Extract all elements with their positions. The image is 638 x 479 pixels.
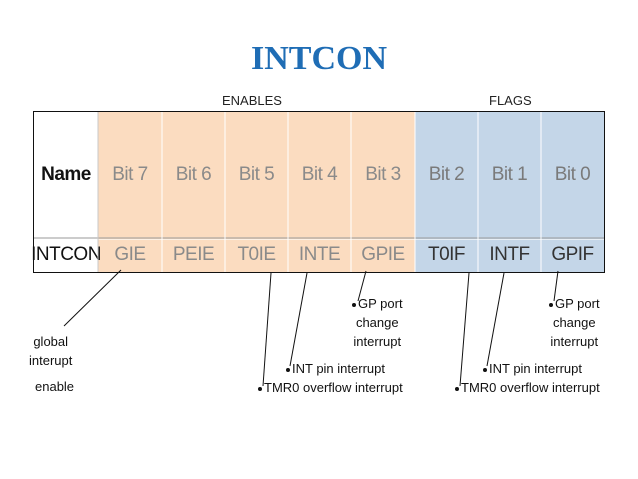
annot-gie: global interupt [29,332,72,370]
line-inte [289,272,308,367]
flags-label: FLAGS [489,93,532,108]
page-title: INTCON [250,40,388,77]
line-gie [63,269,122,327]
annot-int-pin-flag-text: INT pin interrupt [489,361,582,376]
line-t0ie [262,272,272,387]
bullet-icon [352,302,356,307]
value-intf: INTF [489,244,530,265]
header-bit-0: Bit 0 [554,164,591,185]
line-intf [486,272,505,367]
register-table: Name Bit 7 Bit 6 Bit 5 Bit 4 Bit 3 Bit 2… [31,111,605,273]
bullet-icon [549,302,553,307]
bullet-icon [455,386,459,391]
annot-gp-port-enable: GP port change interrupt [352,294,403,351]
annot-gp-enable-1: GP port [358,296,403,311]
header-bit-1: Bit 1 [491,164,528,185]
annot-int-pin-enable-text: INT pin interrupt [292,361,385,376]
bullet-icon [286,367,290,372]
annot-gp-port-flag: GP port change interrupt [549,294,600,351]
bullet-icon [258,386,262,391]
value-gie: GIE [114,244,146,265]
value-inte: INTE [298,244,341,265]
header-bit-5: Bit 5 [238,164,275,185]
line-gpie [357,270,367,302]
annot-gie-line2: interupt [29,353,73,368]
annot-gie-line1: global [33,334,69,349]
annot-gp-flag-1: GP port [555,296,600,311]
annot-gp-enable-2: change [355,315,399,330]
annot-gie-line3: enable [35,379,75,394]
header-bit-7: Bit 7 [112,164,148,185]
value-peie: PEIE [172,244,215,265]
value-gpif: GPIF [551,244,594,265]
header-bit-2: Bit 2 [428,164,465,185]
header-bit-4: Bit 4 [301,164,338,185]
flags-region [415,112,604,272]
annot-gp-enable-3: interrupt [353,334,402,349]
annot-tmr0-enable-text: TMR0 overflow interrupt [264,380,403,395]
enables-label: ENABLES [222,93,282,108]
enables-region [98,112,415,272]
bullet-icon [483,367,487,372]
row-name: INTCON [31,244,101,265]
table-grid [34,112,604,272]
value-t0ie: T0IE [237,244,276,265]
header-bit-3: Bit 3 [365,164,401,185]
annot-int-pin-enable: INT pin interrupt [286,359,385,378]
line-t0if [459,272,470,387]
annot-int-pin-flag: INT pin interrupt [483,359,582,378]
annot-gp-flag-2: change [552,315,596,330]
header-bit-6: Bit 6 [175,164,212,185]
value-t0if: T0IF [427,244,466,265]
annot-tmr0-enable: TMR0 overflow interrupt [258,378,403,397]
value-gpie: GPIE [361,244,405,265]
header-name: Name [41,164,91,185]
annot-tmr0-flag: TMR0 overflow interrupt [455,378,600,397]
annot-gp-flag-3: interrupt [550,334,599,349]
annot-tmr0-flag-text: TMR0 overflow interrupt [461,380,600,395]
line-gpif [553,270,559,302]
